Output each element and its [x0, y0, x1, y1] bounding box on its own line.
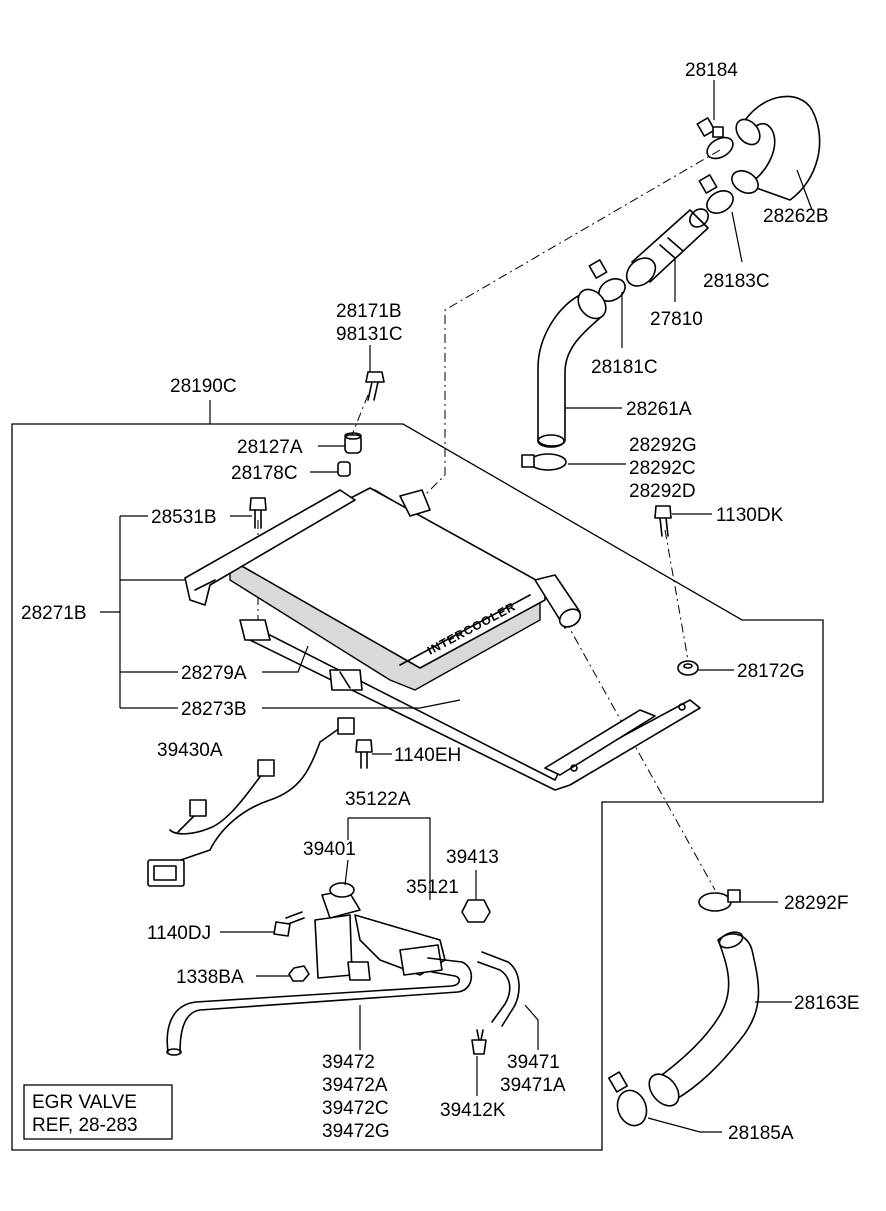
harness-39430a: [147, 717, 355, 887]
label-28273b: 28273B: [181, 699, 247, 720]
fitting-39412k: [471, 1029, 487, 1055]
label-28292c: 28292C: [629, 458, 696, 479]
label-39472: 39472: [322, 1052, 375, 1073]
label-39472g: 39472G: [322, 1121, 390, 1142]
hose-39471: [477, 951, 520, 1027]
bolt-1140dj: [273, 911, 305, 937]
connector-small: [189, 799, 207, 817]
alignment-line-bolt-28171b: [351, 394, 369, 436]
label-1140eh: 1140EH: [394, 745, 461, 766]
label-35122a: 35122A: [345, 789, 411, 810]
alignment-line-bolt-1130dk: [664, 529, 689, 661]
label-28178c: 28178C: [231, 463, 298, 484]
alignment-line-hose-to-intercooler: [419, 149, 721, 501]
collar-28178c: [337, 461, 351, 477]
clamp-28292f: [698, 889, 741, 912]
label-39412k: 39412K: [440, 1100, 506, 1121]
label-39471a: 39471A: [500, 1075, 566, 1096]
bolt-28531b: [249, 497, 267, 529]
label-39401: 39401: [303, 839, 356, 860]
filter-39413: [461, 899, 491, 923]
clamp-28183c: [698, 174, 734, 214]
label-28292f: 28292F: [784, 893, 848, 914]
pipe-27810: [625, 208, 709, 287]
bracket-35121: [354, 914, 446, 976]
label-98131c: 98131C: [336, 324, 403, 345]
solenoid-39401: [314, 882, 371, 981]
label-39413: 39413: [446, 847, 499, 868]
note-line-1: EGR VALVE: [32, 1092, 137, 1113]
label-28531b: 28531B: [151, 507, 217, 528]
note-box: [23, 1084, 173, 1140]
hose-28163e: [648, 931, 760, 1107]
label-39471: 39471: [507, 1052, 560, 1073]
hose-28262b: [731, 95, 821, 201]
note-line-2: REF, 28-283: [32, 1115, 138, 1136]
part-labels: 28184 28262B 28183C 27810 28181C 28171B …: [21, 60, 860, 1144]
label-28171b: 28171B: [336, 301, 402, 322]
label-39472c: 39472C: [322, 1098, 389, 1119]
label-35121: 35121: [406, 877, 459, 898]
alignment-line-outlet: [564, 619, 716, 891]
label-27810: 27810: [650, 309, 703, 330]
label-1130dk: 1130DK: [716, 505, 784, 526]
label-28262b: 28262B: [763, 206, 829, 227]
label-28292d: 28292D: [629, 481, 696, 502]
label-28181c: 28181C: [591, 357, 658, 378]
label-28279a: 28279A: [181, 663, 247, 684]
grommet-28127a: [344, 432, 362, 454]
label-28172g: 28172G: [737, 661, 805, 682]
connector-mid: [257, 759, 275, 777]
intercooler-assembly: INTERCOOLER: [184, 487, 701, 791]
label-1338ba: 1338BA: [176, 967, 244, 988]
label-28183c: 28183C: [703, 271, 770, 292]
grommet-28172g: [677, 660, 699, 676]
connector-top: [337, 717, 355, 735]
label-39472a: 39472A: [322, 1075, 388, 1096]
label-28127a: 28127A: [237, 437, 303, 458]
bolt-28171b: [365, 371, 385, 401]
bolt-1140eh: [355, 739, 373, 769]
label-28271b: 28271B: [21, 603, 87, 624]
label-28292g: 28292G: [629, 435, 697, 456]
label-39430a: 39430A: [157, 740, 223, 761]
nut-1338ba: [288, 965, 310, 982]
label-28185a: 28185A: [728, 1123, 794, 1144]
clamp-28292g: [521, 453, 567, 471]
hose-28261a: [537, 288, 607, 448]
clamp-28185a: [608, 1071, 648, 1127]
leader-lines: [100, 80, 813, 1133]
label-28184: 28184: [685, 60, 738, 81]
assembly-boundary: [11, 423, 824, 1151]
label-28261a: 28261A: [626, 399, 692, 420]
clamp-28184: [696, 117, 734, 160]
hose-39472: [166, 957, 473, 1056]
bolt-1130dk: [654, 505, 672, 537]
label-28163e: 28163E: [794, 993, 860, 1014]
label-28190c: 28190C: [170, 376, 237, 397]
label-1140dj: 1140DJ: [147, 923, 211, 944]
